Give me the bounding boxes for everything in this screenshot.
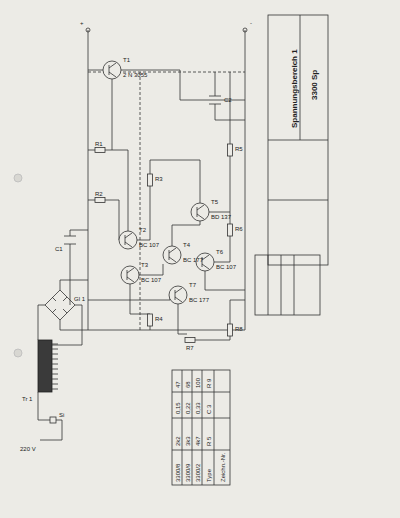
- transistor-symbol: [121, 266, 139, 284]
- part-label: R8: [235, 326, 243, 333]
- part-label: +: [80, 20, 84, 27]
- part-label: BC 107: [216, 264, 236, 271]
- part-label: BC 177: [183, 257, 203, 264]
- part-label: T3: [141, 262, 148, 269]
- table-cell: Zeichn.-Nr.: [220, 453, 227, 482]
- transistor-symbol: [103, 61, 121, 79]
- transistor-symbol: [163, 246, 181, 264]
- transistor-symbol: [191, 203, 209, 221]
- part-label: BC 107: [139, 242, 159, 249]
- part-label: R6: [235, 226, 243, 233]
- resistor-symbol: [148, 314, 153, 326]
- table-cell: C 3: [206, 405, 213, 414]
- part-label: R7: [186, 345, 194, 352]
- part-label: Tr 1: [22, 396, 32, 403]
- part-label: R5: [235, 146, 243, 153]
- transistor-symbol: [119, 231, 137, 249]
- table-cell: 4k7: [195, 436, 202, 446]
- part-label: R4: [155, 316, 163, 323]
- table-cell: 100: [195, 378, 202, 388]
- table-cell: R 9: [206, 379, 213, 388]
- part-label: 2 N 3055: [123, 72, 147, 79]
- part-label: BD 137: [211, 214, 231, 221]
- table-cell: 3300/8: [175, 464, 182, 482]
- part-label: T1: [123, 57, 130, 64]
- table-cell: 3300/9: [185, 464, 192, 482]
- part-label: C1: [55, 246, 63, 253]
- part-label: Gl 1: [74, 296, 85, 303]
- table-cell: 0,33: [195, 402, 202, 414]
- table-cell: 47: [175, 381, 182, 388]
- part-label: T7: [189, 282, 196, 289]
- part-label: T2: [139, 227, 146, 234]
- part-label: BC 177: [189, 297, 209, 304]
- table-cell: 2k2: [175, 436, 182, 446]
- resistor-symbol: [228, 224, 233, 236]
- resistor-symbol: [95, 198, 105, 203]
- part-label: Si: [59, 412, 64, 419]
- part-label: C2: [224, 97, 232, 104]
- part-label: T5: [211, 199, 218, 206]
- table-cell: 3k3: [185, 436, 192, 446]
- table-cell: R 5: [206, 437, 213, 446]
- resistor-symbol: [228, 324, 233, 336]
- part-label: R2: [95, 191, 103, 198]
- resistor-symbol: [95, 148, 105, 153]
- part-label: R1: [95, 141, 103, 148]
- title-text: Spannungsbereich 1: [290, 49, 299, 128]
- resistor-symbol: [148, 174, 153, 186]
- table-cell: Type: [206, 469, 213, 482]
- part-label: 220 V: [20, 446, 36, 453]
- title-text: 3300 Sp: [310, 70, 319, 100]
- table-cell: 0,15: [175, 402, 182, 414]
- transistor-symbol: [169, 286, 187, 304]
- part-label: T6: [216, 249, 223, 256]
- resistor-symbol: [228, 144, 233, 156]
- part-label: T4: [183, 242, 190, 249]
- table-cell: 3300/2: [195, 464, 202, 482]
- table-cell: 68: [185, 381, 192, 388]
- part-label: -: [250, 20, 252, 27]
- part-label: BC 107: [141, 277, 161, 284]
- part-label: R3: [155, 176, 163, 183]
- table-cell: 0,22: [185, 402, 192, 414]
- resistor-symbol: [185, 338, 195, 343]
